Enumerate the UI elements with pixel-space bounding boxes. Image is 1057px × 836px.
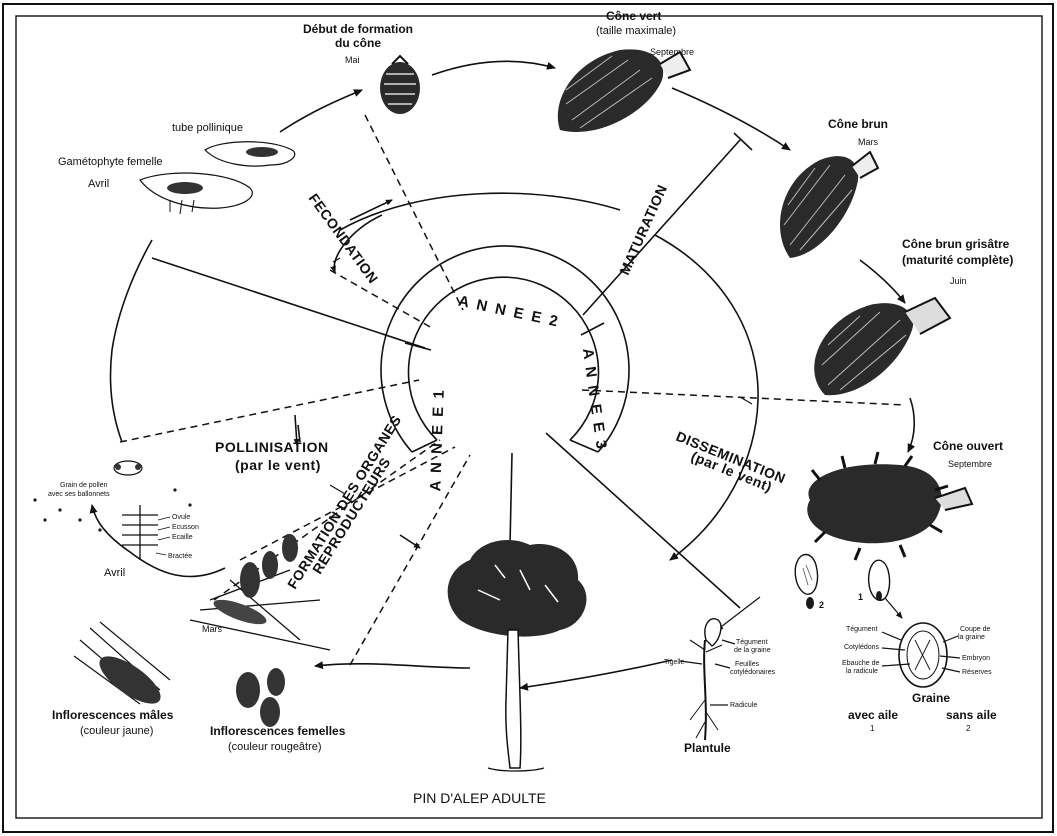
seedling-illustration [680,619,735,740]
pollen-scale-illustration [33,461,191,560]
radicule-label: Radicule [730,702,757,709]
ouvert-month: Septembre [948,459,992,469]
coupe-label-2: la graine [958,634,985,641]
adulte-label: PIN D'ALEP ADULTE [413,790,546,806]
phase-formation-sub: REPRODUCTEURS [309,454,394,576]
male-label-1: Inflorescences mâles [52,708,174,722]
avril-label: Avril [104,567,125,579]
seed-section-illustration [882,623,960,687]
winged-seed-illustration [795,555,817,609]
tegument-graine-label-2: de la graine [734,647,771,654]
femelle-label-1: Inflorescences femelles [210,724,346,738]
gameto-label: Gamétophyte femelle [58,156,163,168]
ecusson-label: Ecusson [172,524,199,531]
sans-aile-number: 2 [966,724,971,733]
tigelle-label: Tigelle [664,659,684,666]
brown-cone-illustration [780,152,878,258]
coupe-label-1: Coupe de [960,626,990,633]
female-inflorescence-illustration [236,668,285,727]
seed-number-2: 2 [819,600,824,610]
embryon-label: Embryon [962,655,990,662]
debut-month: Mai [345,55,360,65]
pollen-label-2: avec ses ballonnets [48,491,110,498]
ouvert-label: Cône ouvert [933,439,1003,453]
tegument-label: Tégument [846,626,878,633]
male-inflorescence-illustration [74,622,170,712]
brun-label: Cône brun [828,117,888,131]
plantule-label: Plantule [684,741,731,755]
avec-aile-number: 1 [870,724,875,733]
phase-maturation: MATURATION [616,182,670,277]
green-cone-illustration [558,49,690,132]
young-cone-illustration [380,56,420,114]
frame-inner [16,16,1042,818]
year-2-label: A N N E E 2 [457,293,561,331]
sans-aile-label: sans aile [946,708,997,722]
mature-cone-illustration [814,298,950,395]
phase-fecondation: FECONDATION [306,190,382,286]
gris-label-1: Cône brun grisâtre [902,237,1010,251]
vert-label-1: Cône vert [606,9,661,23]
phase-pollinisation-sub: (par le vent) [235,457,321,473]
seed-number-1: 1 [858,592,863,602]
vert-month: Septembre [650,47,694,57]
bractee-label: Bractée [168,553,192,560]
reserves-label: Réserves [962,669,992,676]
graine-label: Graine [912,691,950,705]
debut-label-2: du cône [335,36,381,50]
male-label-2: (couleur jaune) [80,725,153,737]
pollen-tube-illustration [140,142,295,214]
phase-pollinisation: POLLINISATION [215,439,329,455]
ebauche-label-1: Ebauche de [842,660,879,667]
ebauche-label-2: la radicule [846,668,878,675]
brun-month: Mars [858,137,878,147]
pollen-label-1: Grain de pollen [60,482,108,489]
year-1-label: A N N E E 1 [427,388,448,492]
vert-label-2: (taille maximale) [596,25,676,37]
seed-illustration [869,560,890,601]
tegument-graine-label-1: Tégument [736,639,768,646]
adult-tree-illustration [448,540,587,771]
femelle-label-2: (couleur rougeâtre) [228,741,322,753]
year-3-label: A N N E E 3 [579,347,610,452]
gameto-month: Avril [88,178,109,190]
avec-aile-label: avec aile [848,708,898,722]
ovule-label: Ovule [172,514,190,521]
cotyledons-label: Cotylédons [844,644,880,651]
tube-label: tube pollinique [172,122,243,134]
debut-label-1: Début de formation [303,22,413,36]
gris-label-2: (maturité complète) [902,253,1013,267]
gris-month: Juin [950,276,967,286]
feuilles-label-2: cotylédonaires [730,669,776,676]
ecaille-label: Ecaille [172,534,193,541]
mars-label: Mars [202,624,222,634]
feuilles-label-1: Feuilles [735,661,760,668]
